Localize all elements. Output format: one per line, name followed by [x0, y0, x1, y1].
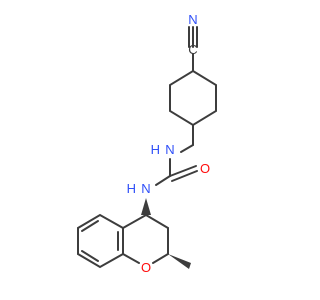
- bond-c4-c3: [145, 214, 169, 229]
- stereo-wedge-c4: [141, 198, 151, 215]
- bond-o1-c8a: [122, 253, 140, 264]
- atom-label-nitrile-c: C: [188, 42, 197, 57]
- stereo-wedge-c2-methyl: [168, 254, 191, 269]
- bond-carbonyl-nh: [155, 175, 171, 186]
- molecule-structure: N C H N O H N O: [77, 12, 217, 275]
- bond-c2-o1: [152, 253, 169, 264]
- atom-label-amine-lower-h: H: [127, 181, 136, 196]
- cyclohexane-ring: [169, 69, 217, 127]
- nitrile-group: [188, 26, 198, 72]
- bond-c4-c4a: [122, 214, 147, 229]
- atom-label-amine-upper-h: H: [151, 142, 160, 157]
- atom-label-amine-upper-n: N: [165, 142, 174, 157]
- bond-ch2-nh: [180, 144, 194, 153]
- atom-label-amine-lower-n: N: [141, 181, 150, 196]
- atom-label-carbonyl-o: O: [200, 161, 210, 176]
- benzene-ring: [77, 213, 124, 269]
- bond-carbonyl-double-b: [171, 170, 198, 182]
- atom-label-nitrile-n: N: [188, 12, 197, 27]
- bond-carbonyl-double-a: [169, 165, 197, 177]
- atom-label-ring-o: O: [141, 260, 151, 275]
